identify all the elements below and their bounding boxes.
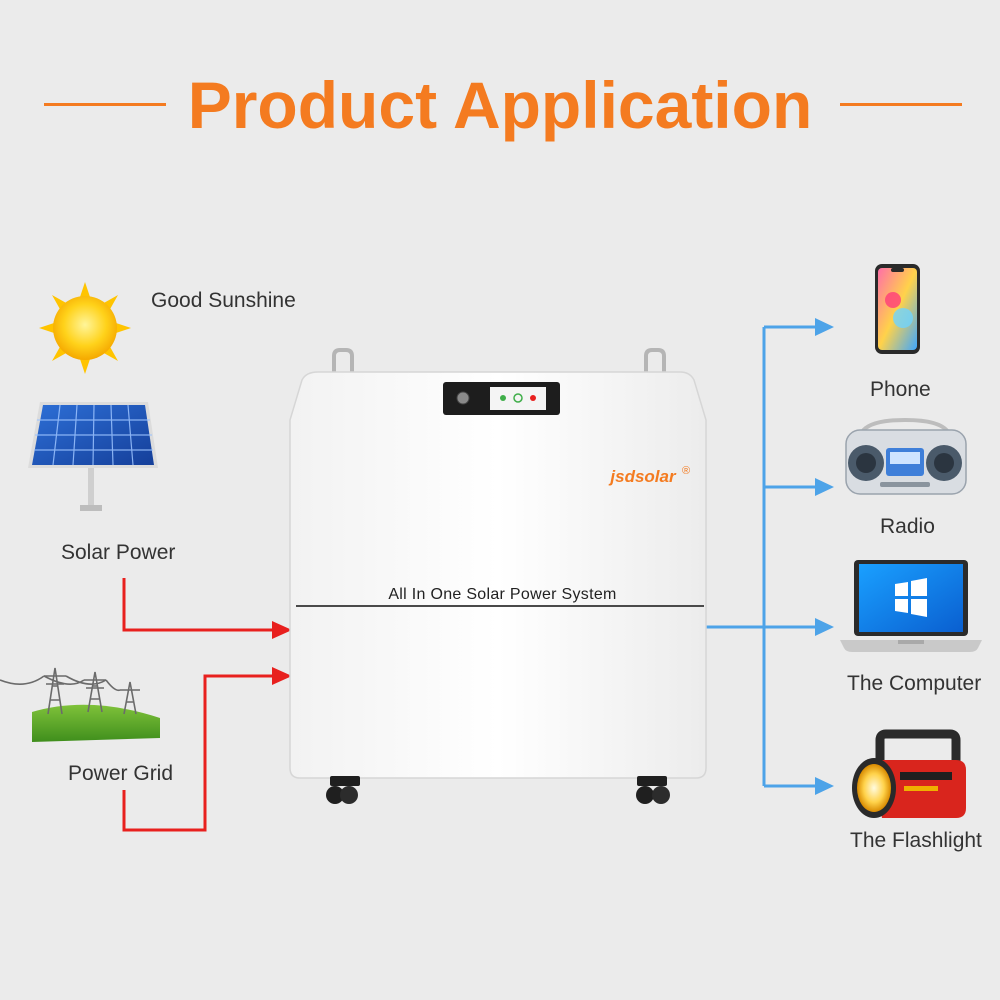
computer-label: The Computer <box>847 672 982 695</box>
page-title: Product Application <box>187 68 813 142</box>
brand-logo: jsdsolar <box>608 467 677 486</box>
radio-icon <box>845 417 967 495</box>
phone-arrowhead <box>815 318 834 336</box>
brand-registered-mark: ® <box>682 465 690 477</box>
title-rule-left <box>44 103 166 106</box>
title-rule-right <box>840 103 962 106</box>
solar-input-arrow <box>122 578 274 632</box>
solar-power-label: Solar Power <box>61 541 176 564</box>
flashlight-arrowhead <box>815 777 834 795</box>
solar-panel-icon <box>28 402 158 511</box>
radio-arrowhead <box>815 478 834 496</box>
power-grid-icon <box>0 667 160 742</box>
computer-arrowhead <box>815 618 834 636</box>
output-arrows <box>706 325 818 788</box>
laptop-icon <box>840 560 982 652</box>
flashlight-icon <box>852 729 966 818</box>
input-arrows <box>122 578 274 832</box>
sun-icon <box>39 282 131 374</box>
good-sunshine-label: Good Sunshine <box>151 289 296 312</box>
power-grid-label: Power Grid <box>68 762 174 785</box>
windows-logo-icon <box>895 578 927 617</box>
phone-label: Phone <box>870 378 931 401</box>
power-knob <box>456 391 470 405</box>
flashlight-label: The Flashlight <box>850 829 982 852</box>
system-caption: All In One Solar Power System <box>388 586 617 603</box>
radio-label: Radio <box>880 515 935 538</box>
phone-icon <box>875 264 920 354</box>
grid-arrowhead <box>272 667 292 685</box>
power-system-cabinet <box>289 348 707 804</box>
solar-arrowhead <box>272 621 292 639</box>
grid-input-arrow <box>122 674 274 832</box>
